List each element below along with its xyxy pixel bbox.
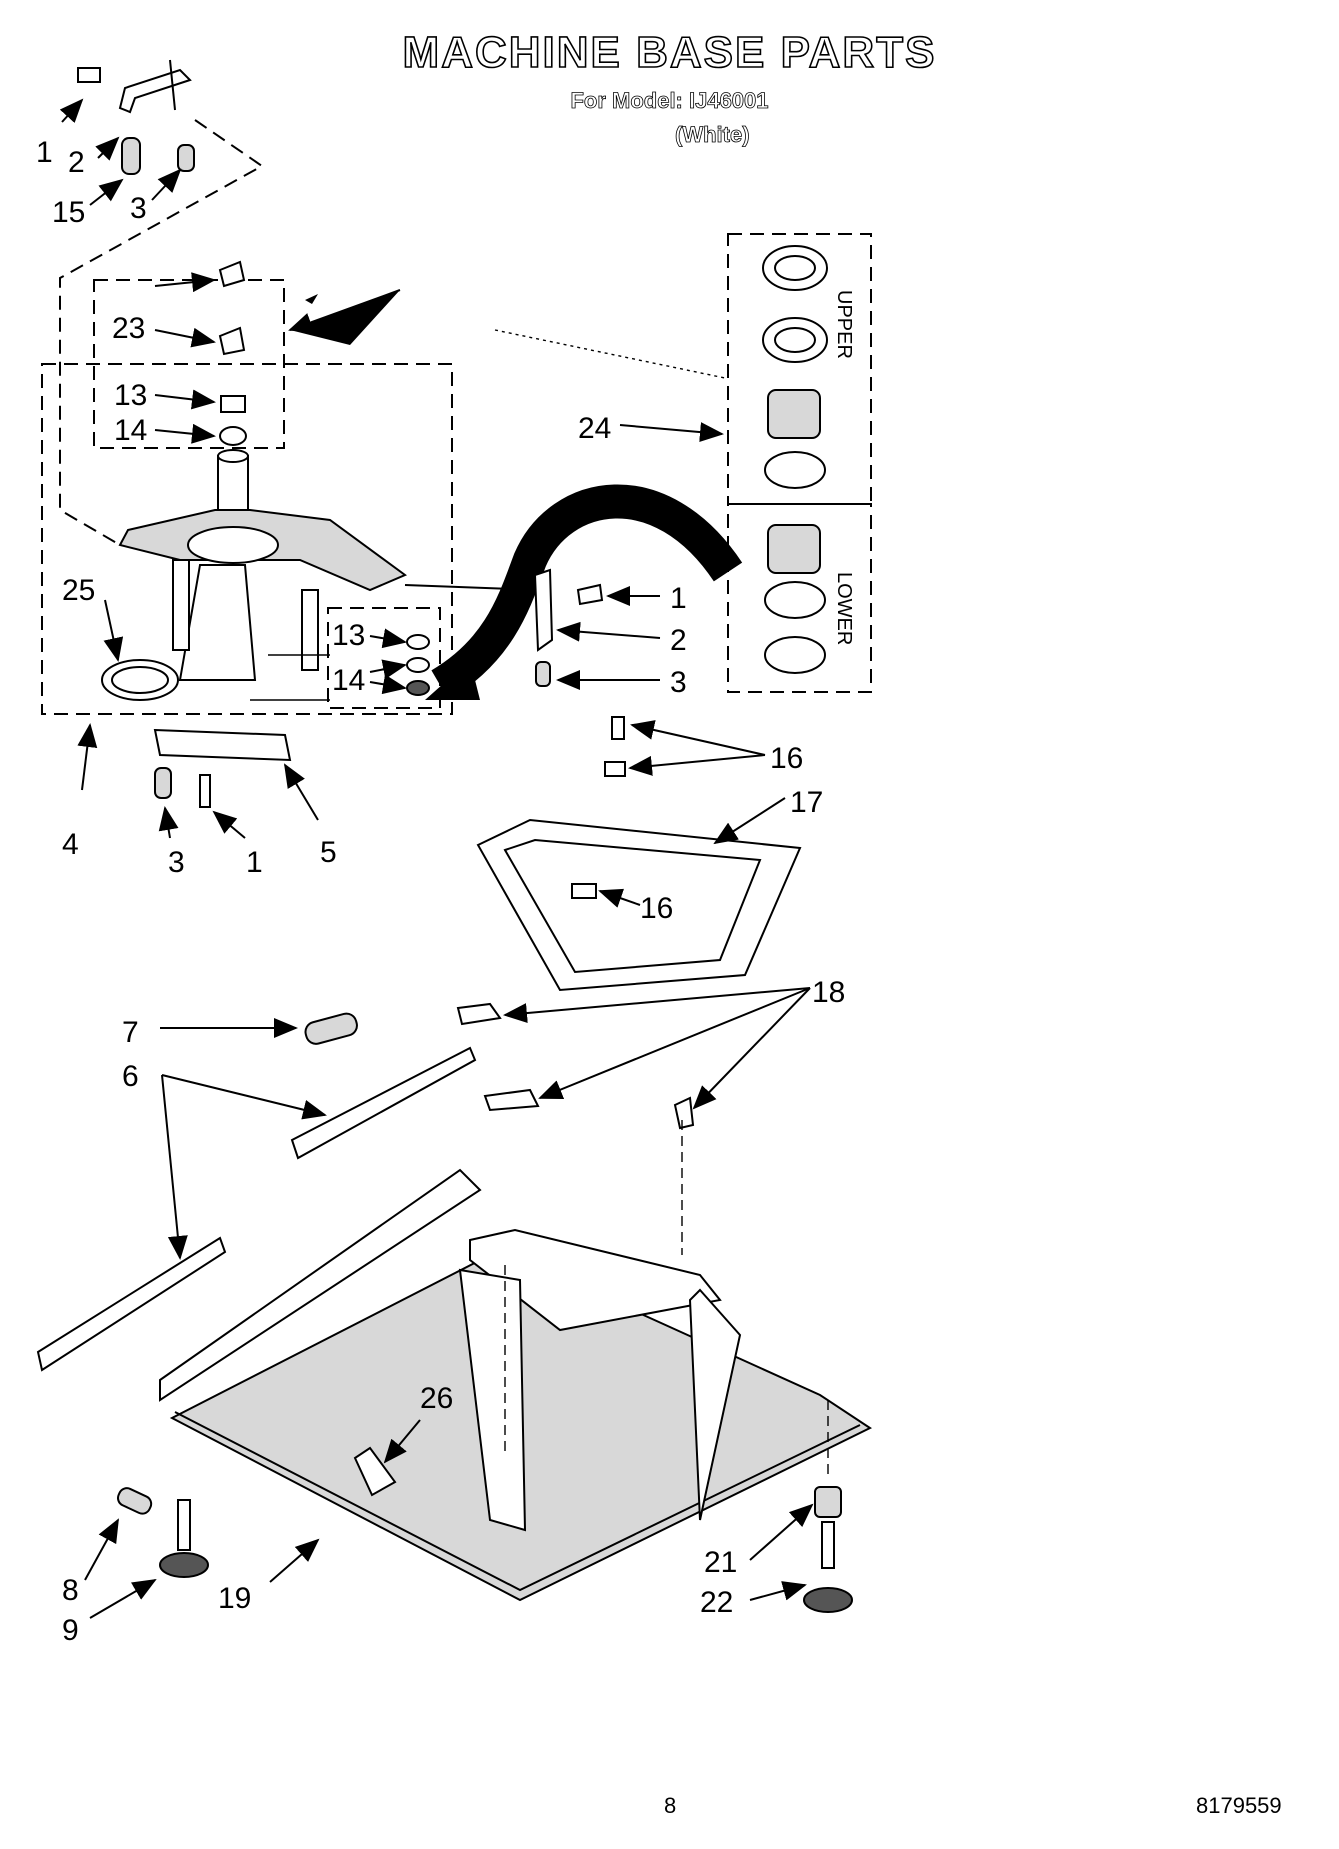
callout: 3 [168,846,185,879]
callout: 9 [62,1614,79,1647]
callout: 14 [332,664,365,697]
lower-label: LOWER [833,572,855,645]
page-title: MACHINE BASE PARTS [402,27,937,78]
side-rail-part-2 [36,1236,227,1372]
lower-kit-box [727,503,872,693]
callout: 3 [670,666,687,699]
transmission-leg [178,564,257,681]
top-left-bracket-group [59,59,264,546]
upper-bearing-group [93,260,726,449]
callout: 13 [332,619,365,652]
callout: 14 [114,414,147,447]
callout: 18 [812,976,845,1009]
transmission-assembly [41,363,541,791]
callout: 25 [62,574,95,607]
agitator-bar-group [153,728,319,839]
callout: 2 [670,624,687,657]
side-bracket-group [533,568,661,690]
callout: 2 [68,146,85,179]
callout: 1 [246,846,263,879]
callout: 8 [62,1574,79,1607]
machine-base [84,1120,873,1619]
callout: 5 [320,836,337,869]
callout: 1 [36,136,53,169]
bracket-part [118,68,192,114]
model-line: For Model: IJ46001 [570,88,769,114]
spring-part-small [177,144,195,172]
callout: 21 [704,1546,737,1579]
callout: 16 [770,742,803,775]
curved-arrow [431,484,743,700]
callout: 6 [122,1060,139,1093]
callout-labels: 1 2 15 3 23 13 14 24 25 1 2 3 13 14 4 3 … [36,136,845,1647]
callout: 16 [640,892,673,925]
frame-group [476,716,802,992]
document-number: 8179559 [1196,1793,1282,1818]
callout: 3 [130,192,147,225]
callout: 19 [218,1582,251,1615]
callout: 24 [578,412,611,445]
callout: 22 [700,1586,733,1619]
callout: 23 [112,312,145,345]
color-variant: (White) [675,122,750,148]
dashed-guide [59,119,264,546]
base-frame-top [469,1228,722,1332]
transmission-box [41,363,453,715]
callout: 26 [420,1382,453,1415]
bearing-kit-group [619,233,872,693]
upper-label: UPPER [833,290,855,359]
callout: 13 [114,379,147,412]
side-rail-part [290,1046,477,1160]
callout: 15 [52,196,85,229]
callout: 1 [670,582,687,615]
callout: 4 [62,828,79,861]
spring-part [121,137,141,175]
callout: 17 [790,786,823,819]
lower-bushing-box [327,607,441,709]
page-number: 8 [664,1793,677,1818]
screw-part [77,67,101,83]
bar-part [153,728,292,762]
base-small-parts [36,987,811,1372]
callout: 7 [122,1016,139,1049]
